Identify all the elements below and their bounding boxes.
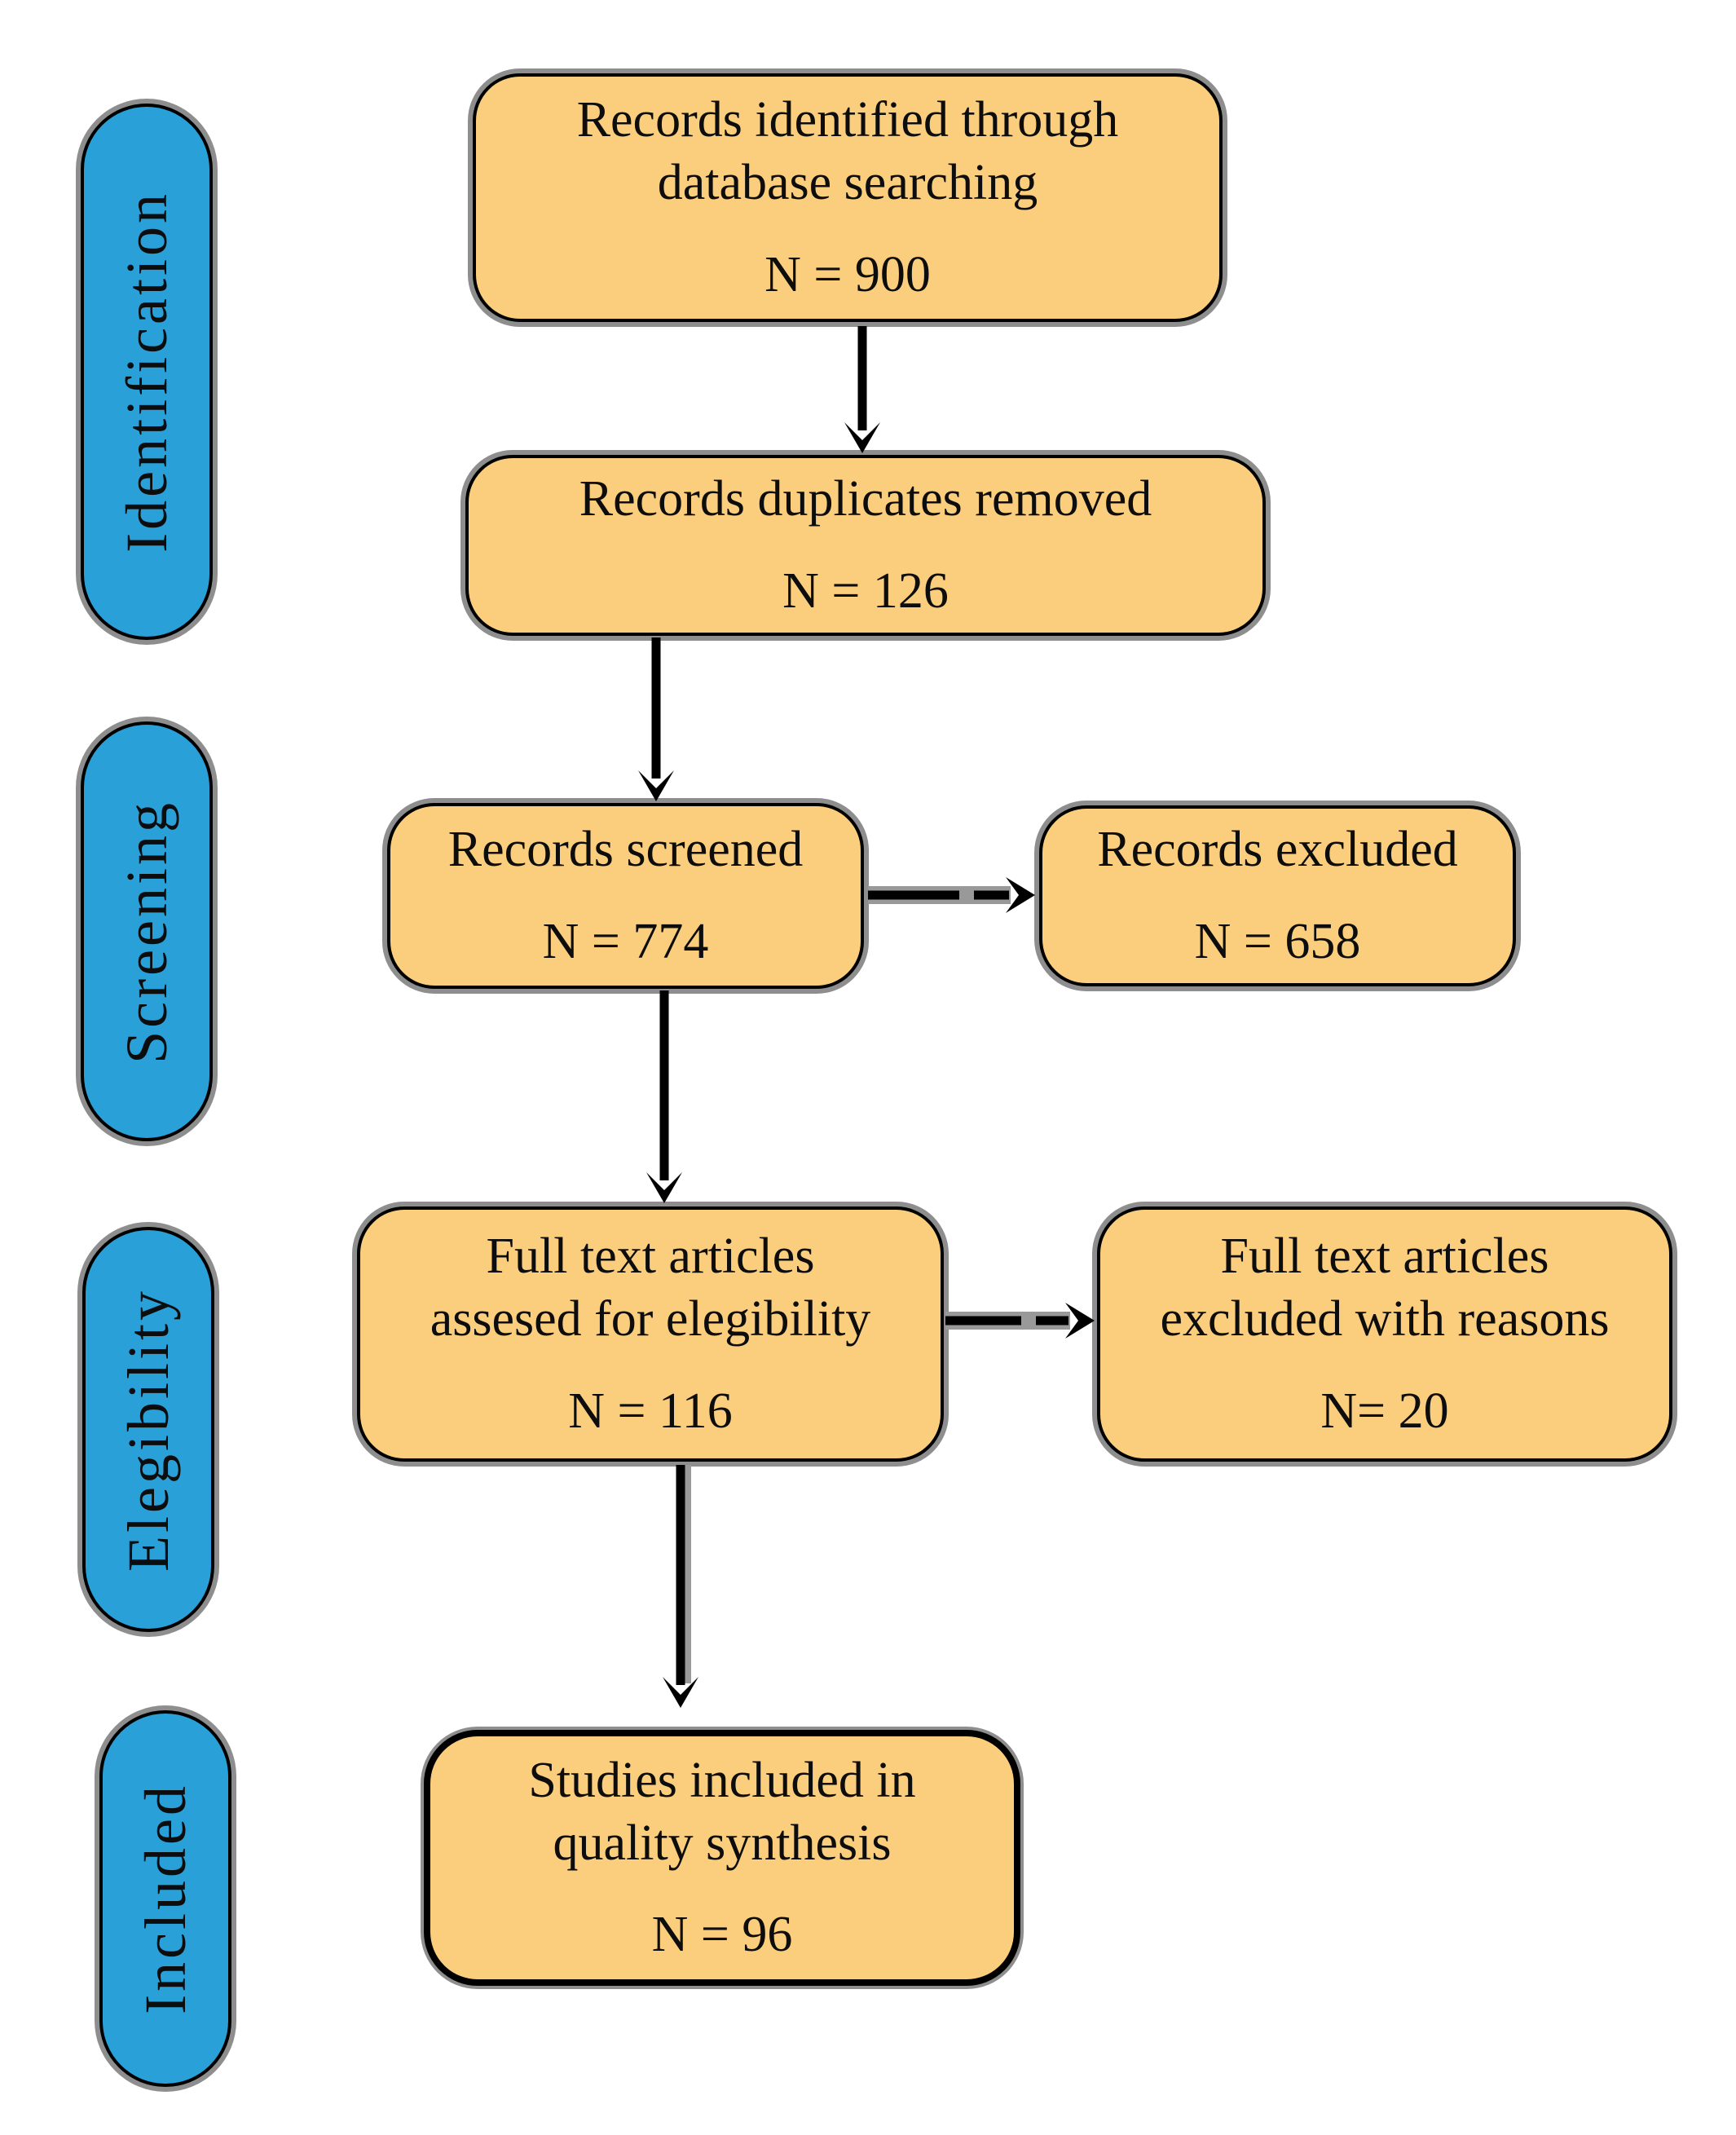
box-fulltext-excluded: Full text articles excluded with reasons…	[1097, 1206, 1672, 1462]
arrow-down-icon-duplicates-to-screened	[638, 637, 674, 801]
arrow-right-icon-fulltext-to-excluded	[945, 1303, 1095, 1339]
box-fulltext-assessed-line2: assesed for elegibility	[430, 1291, 871, 1348]
box-fulltext-assessed: Full text articles assesed for elegibili…	[357, 1206, 944, 1462]
arrow-down-icon-identified-to-duplicates	[844, 326, 880, 453]
box-records-screened: Records screened N = 774	[387, 803, 864, 989]
stage-label-elegibility: Elegibility	[115, 1287, 181, 1572]
stage-label-screening: Screening	[113, 799, 179, 1064]
box-fulltext-excluded-line1: Full text articles	[1220, 1229, 1549, 1285]
box-records-excluded-line1: Records excluded	[1097, 822, 1458, 878]
box-duplicates-removed-line1: Records duplicates removed	[579, 471, 1152, 527]
box-duplicates-removed-count: N = 126	[782, 563, 949, 619]
stage-label-identification: Identification	[113, 191, 179, 553]
box-studies-included: Studies included in quality synthesis N …	[424, 1730, 1020, 1986]
stage-label-included: Included	[132, 1783, 198, 2014]
box-records-screened-line1: Records screened	[447, 822, 804, 878]
box-records-identified: Records identified through database sear…	[473, 73, 1223, 322]
stage-pill-included: Included	[99, 1710, 231, 2087]
stage-pill-elegibility: Elegibility	[82, 1227, 214, 1632]
box-studies-included-line1: Studies included in	[528, 1752, 916, 1808]
box-records-excluded-count: N = 658	[1194, 914, 1361, 969]
stage-pill-screening: Screening	[81, 721, 213, 1141]
stage-pill-identification: Identification	[81, 104, 213, 640]
box-records-identified-count: N = 900	[764, 246, 931, 302]
arrow-down-icon-screened-to-fulltext	[646, 990, 682, 1203]
box-records-identified-line1: Records identified through	[576, 92, 1119, 148]
box-fulltext-assessed-line1: Full text articles	[486, 1229, 815, 1285]
box-fulltext-excluded-count: N= 20	[1320, 1383, 1449, 1439]
box-records-excluded: Records excluded N = 658	[1039, 805, 1516, 986]
box-duplicates-removed: Records duplicates removed N = 126	[465, 455, 1266, 636]
box-records-screened-count: N = 774	[542, 914, 709, 969]
box-studies-included-line2: quality synthesis	[553, 1815, 892, 1871]
box-fulltext-assessed-count: N = 116	[568, 1383, 733, 1439]
box-records-identified-line2: database searching	[657, 155, 1038, 211]
arrow-down-icon-fulltext-to-included	[663, 1465, 698, 1708]
box-studies-included-count: N = 96	[651, 1907, 793, 1963]
arrow-right-icon-screened-to-excluded	[868, 877, 1035, 913]
box-fulltext-excluded-line2: excluded with reasons	[1160, 1291, 1610, 1348]
